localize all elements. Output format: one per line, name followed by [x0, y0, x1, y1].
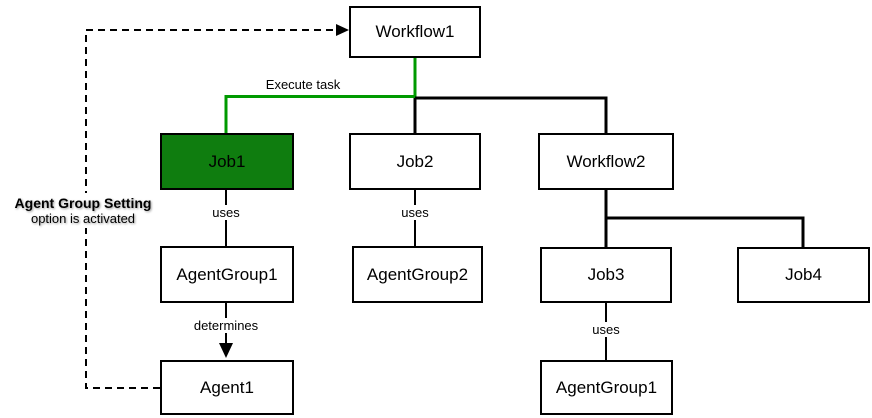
- node-agentgroup2: AgentGroup2: [352, 246, 483, 303]
- node-job2: Job2: [349, 133, 481, 190]
- edge-label-uses-job3: uses: [588, 322, 624, 337]
- node-agentgroup1-job3: AgentGroup1: [540, 360, 673, 415]
- node-workflow1-label: Workflow1: [375, 22, 455, 41]
- node-agent1: Agent1: [160, 360, 294, 415]
- node-agentgroup2-label: AgentGroup2: [366, 264, 469, 284]
- node-workflow1: Workflow1: [349, 6, 481, 58]
- dashed-arrowhead-icon: [336, 24, 349, 36]
- node-job2-label: Job2: [396, 151, 434, 171]
- determines-arrowhead-icon: [219, 343, 233, 358]
- edge-label-execute-task: Execute task: [261, 77, 345, 92]
- agent-group-setting-annotation: Agent Group Setting option is activated: [10, 193, 156, 228]
- node-job1-label: Job1: [208, 151, 246, 171]
- edge-label-uses-job2: uses: [397, 205, 433, 220]
- node-agentgroup1: AgentGroup1: [160, 246, 294, 303]
- edge-label-determines: determines: [189, 318, 263, 333]
- node-job3-label: Job3: [587, 265, 625, 284]
- node-workflow2: Workflow2: [538, 133, 674, 190]
- node-job4-label: Job4: [785, 265, 822, 284]
- annotation-subtitle: option is activated: [30, 211, 136, 226]
- node-workflow2-label: Workflow2: [566, 151, 646, 171]
- node-agent1-label: Agent1: [200, 377, 254, 397]
- bus-workflow1-to-workflow2: [415, 96, 608, 133]
- bus-workflow2-to-job4: [606, 216, 805, 247]
- edge-label-uses-job1: uses: [208, 205, 244, 220]
- node-agentgroup1-job3-label: AgentGroup1: [555, 377, 658, 397]
- node-job1: Job1: [160, 133, 294, 190]
- node-job4: Job4: [737, 247, 870, 303]
- annotation-title: Agent Group Setting: [14, 195, 152, 211]
- node-job3: Job3: [540, 247, 672, 303]
- node-agentgroup1-label: AgentGroup1: [176, 264, 278, 284]
- execute-task-line: [224, 58, 417, 133]
